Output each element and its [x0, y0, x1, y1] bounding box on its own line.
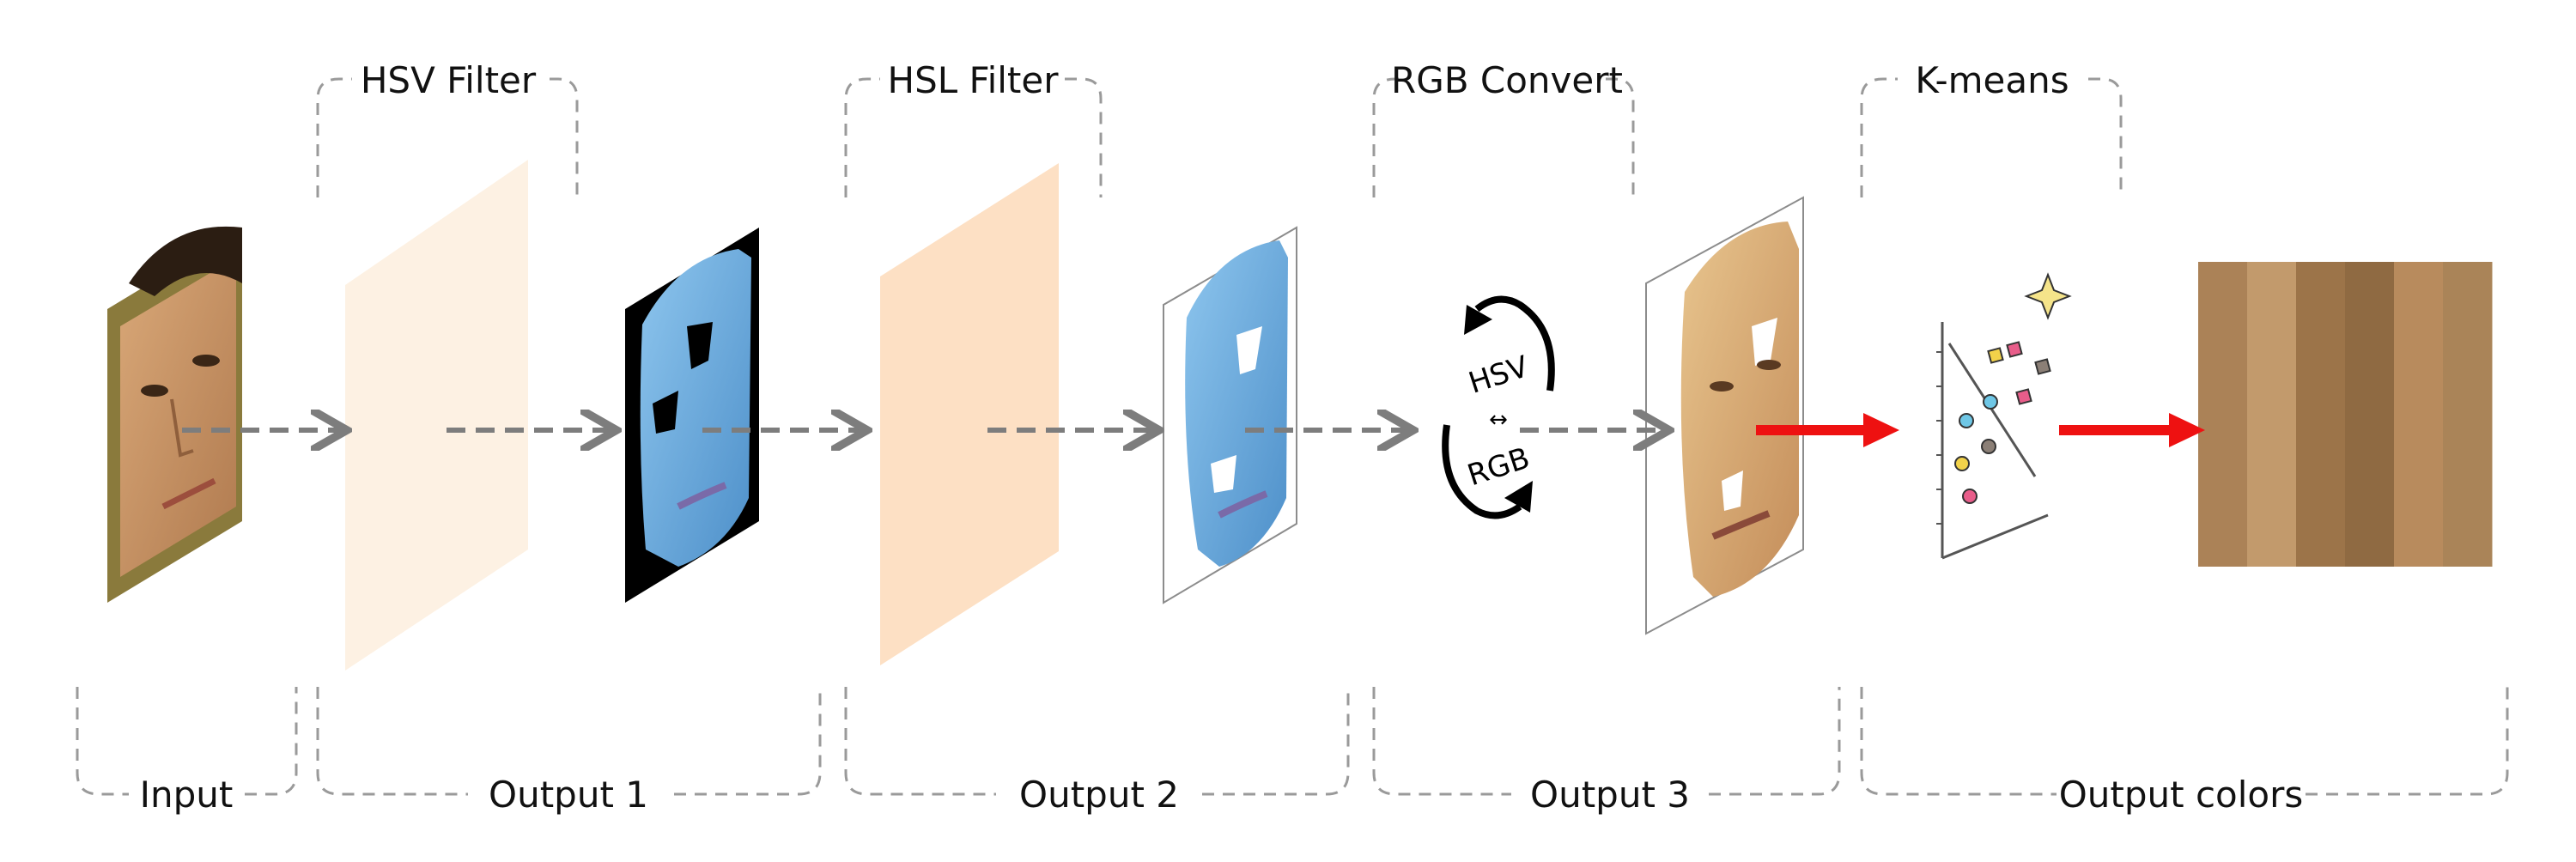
- scatter-cluster-icon: [1936, 272, 2072, 560]
- output-label-output-colors: Output colors: [2059, 774, 2304, 816]
- output-color-swatch: [2198, 262, 2248, 567]
- stage-title-hsl-filter: HSL Filter: [887, 59, 1059, 101]
- output-color-swatch: [2394, 262, 2444, 567]
- result-arrow-output3-to-kmeans: [1756, 413, 1899, 447]
- output-color-swatch: [2296, 262, 2346, 567]
- skin-face-icon: [1645, 196, 1804, 635]
- output-label-output3: Output 3: [1530, 774, 1690, 816]
- result-arrow-kmeans-to-colors: [2059, 413, 2205, 447]
- masked-face-icon: [625, 228, 759, 603]
- stage-title-kmeans: K-means: [1915, 59, 2069, 101]
- group-hsl-filter: [844, 77, 1350, 796]
- hsv-filter-plane: [345, 160, 528, 671]
- group-kmeans: [1860, 77, 2509, 796]
- face-photo-icon: [107, 226, 242, 603]
- convert-label-hsv: HSV: [1465, 349, 1533, 401]
- color-convert-cycle-icon: HSV ↔ RGB: [1442, 295, 1555, 519]
- group-rgb-convert: [1372, 77, 1841, 796]
- convert-label-rgb: RGB: [1463, 441, 1534, 494]
- group-hsv-filter: [316, 77, 822, 796]
- hsl-filter-plane: [880, 163, 1059, 665]
- output-label-output2: Output 2: [1019, 774, 1179, 816]
- output-label-output1: Output 1: [489, 774, 648, 816]
- output-color-swatch: [2345, 262, 2395, 567]
- masked-face-icon: [1163, 226, 1297, 604]
- output-color-swatch: [2443, 262, 2493, 567]
- output-color-palette: [2198, 262, 2493, 567]
- stage-title-hsv-filter: HSV Filter: [361, 59, 537, 101]
- output-color-swatch: [2247, 262, 2297, 567]
- stage-title-rgb-convert: RGB Convert: [1391, 59, 1623, 101]
- output-label-input: Input: [140, 774, 234, 816]
- convert-label-arrow: ↔: [1489, 407, 1508, 433]
- group-input: [76, 687, 298, 796]
